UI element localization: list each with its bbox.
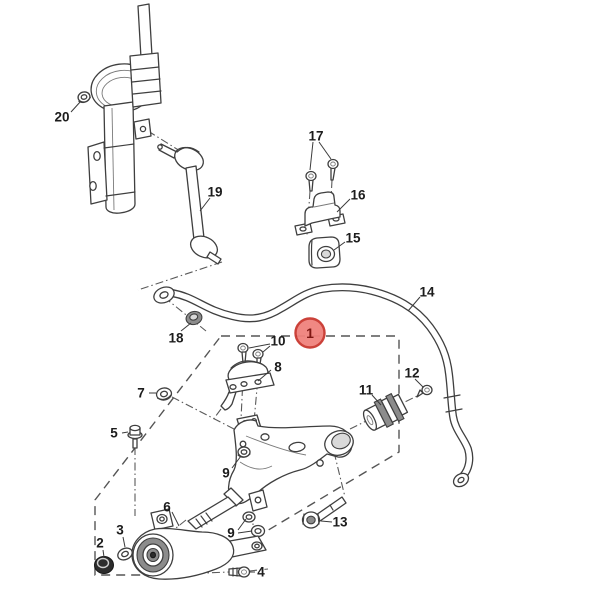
arm-rear-socket	[324, 430, 354, 456]
arm-pivot-shaft	[187, 487, 244, 530]
callout-11: 11	[359, 383, 374, 398]
arm-rear-bolt	[301, 496, 347, 529]
assembly-boundary	[94, 335, 400, 576]
stabilizer-bar	[153, 283, 474, 488]
end-cap	[94, 556, 114, 574]
callout-17: 17	[308, 129, 323, 144]
callout-leader-12	[414, 378, 424, 388]
arm-nuts	[237, 446, 266, 538]
callout-7: 7	[137, 386, 145, 401]
bar-right-eye	[452, 472, 470, 488]
callout-9: 9	[222, 466, 230, 481]
highlight-callout-label: 1	[306, 325, 314, 341]
rear-bushing	[362, 392, 409, 431]
callout-leader-10	[248, 343, 271, 349]
highlight-callout-circle[interactable]	[294, 317, 326, 349]
callout-leader-11	[371, 394, 382, 406]
callout-leader-6	[171, 511, 180, 527]
callout-13: 13	[332, 515, 348, 530]
callout-leader-17	[318, 141, 332, 160]
bar-collar	[443, 394, 463, 413]
callouts-layer: 20 19 17 16 15 14 18 10 8 7 12 11 5 9 6 32 9 13 4 1	[54, 100, 435, 580]
callout-4: 4	[257, 565, 265, 580]
control-arm	[187, 414, 354, 530]
callout-leader-17	[309, 141, 314, 171]
strut-assembly	[87, 3, 162, 214]
callout-leader-20	[70, 100, 82, 113]
callout-14: 14	[419, 285, 435, 300]
callout-leader-18	[180, 322, 192, 332]
callout-15: 15	[345, 231, 361, 246]
bar-left-eye	[153, 286, 175, 304]
callout-2: 2	[96, 536, 104, 551]
callout-leader-15	[333, 241, 346, 251]
callout-19: 19	[207, 185, 222, 200]
callout-9: 9	[227, 526, 235, 541]
callout-leader-5	[121, 431, 129, 434]
callout-10: 10	[270, 334, 285, 349]
callout-6: 6	[163, 500, 171, 515]
callout-leader-10	[262, 345, 271, 353]
callout-leader-16	[336, 198, 351, 213]
callout-leader-9	[231, 455, 242, 469]
pivot-bolt	[127, 424, 143, 449]
callout-12: 12	[404, 366, 419, 381]
callout-16: 16	[350, 188, 366, 203]
stabilizer-bar-bracket	[294, 191, 346, 236]
callout-3: 3	[116, 523, 124, 538]
bracket-bolt	[228, 566, 251, 578]
callout-5: 5	[110, 426, 118, 441]
rear-bushing-bolt	[416, 384, 433, 398]
ball-joint-nut	[155, 387, 173, 401]
callout-leader-2	[102, 549, 105, 558]
callout-leader-14	[407, 296, 421, 312]
callout-leader-9	[237, 530, 253, 534]
callout-leader-19	[199, 197, 211, 212]
callout-leader-13	[320, 520, 333, 523]
bracket-bolts	[305, 158, 339, 192]
stabilizer-link	[157, 143, 222, 265]
callout-20: 20	[54, 110, 69, 125]
callout-leader-9	[237, 518, 247, 531]
ball-joint	[220, 360, 275, 411]
callout-18: 18	[168, 331, 184, 346]
callout-leader-3	[122, 536, 126, 548]
callout-leader-8	[257, 369, 272, 382]
strut-mount-nut	[77, 91, 91, 104]
stabilizer-link-nut	[185, 310, 203, 326]
callout-8: 8	[274, 360, 282, 375]
stabilizer-bar-bushing	[308, 236, 341, 269]
front-bushing-housing	[131, 508, 267, 580]
washer	[117, 547, 133, 561]
centerlines	[134, 130, 420, 575]
